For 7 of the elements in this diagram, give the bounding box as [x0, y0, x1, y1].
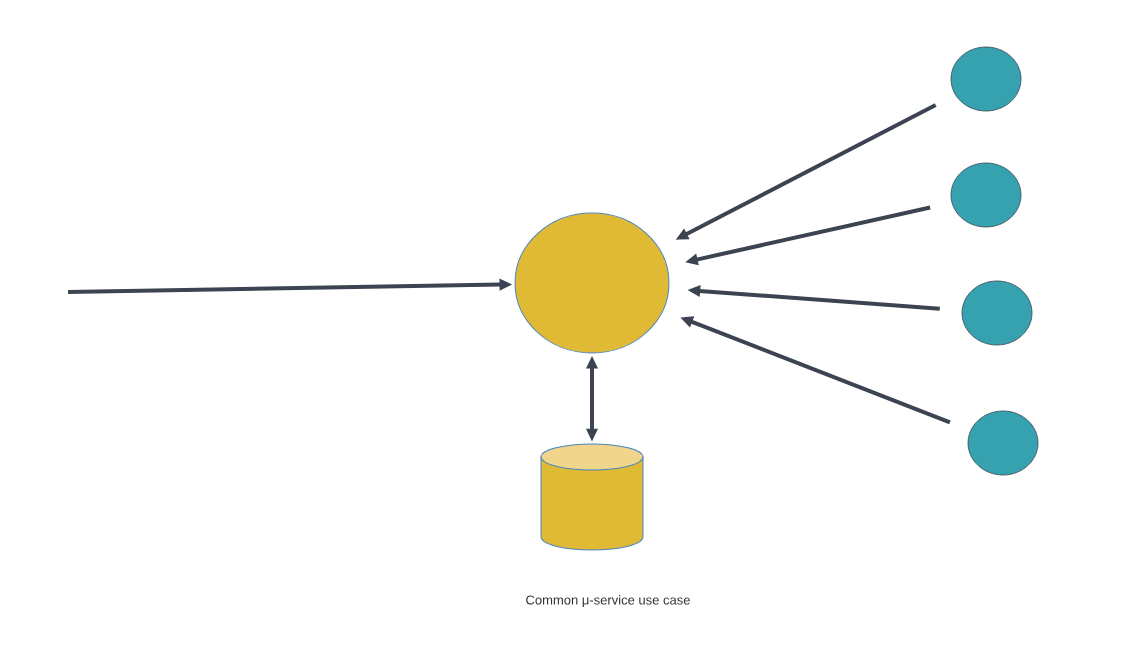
circle: [950, 46, 1022, 112]
circle: [514, 212, 670, 354]
cylinder-drawing: [540, 443, 644, 551]
circle: [950, 162, 1022, 228]
caption: Common μ-service use case: [526, 595, 690, 607]
circle: [961, 280, 1033, 346]
circle: [967, 410, 1039, 476]
